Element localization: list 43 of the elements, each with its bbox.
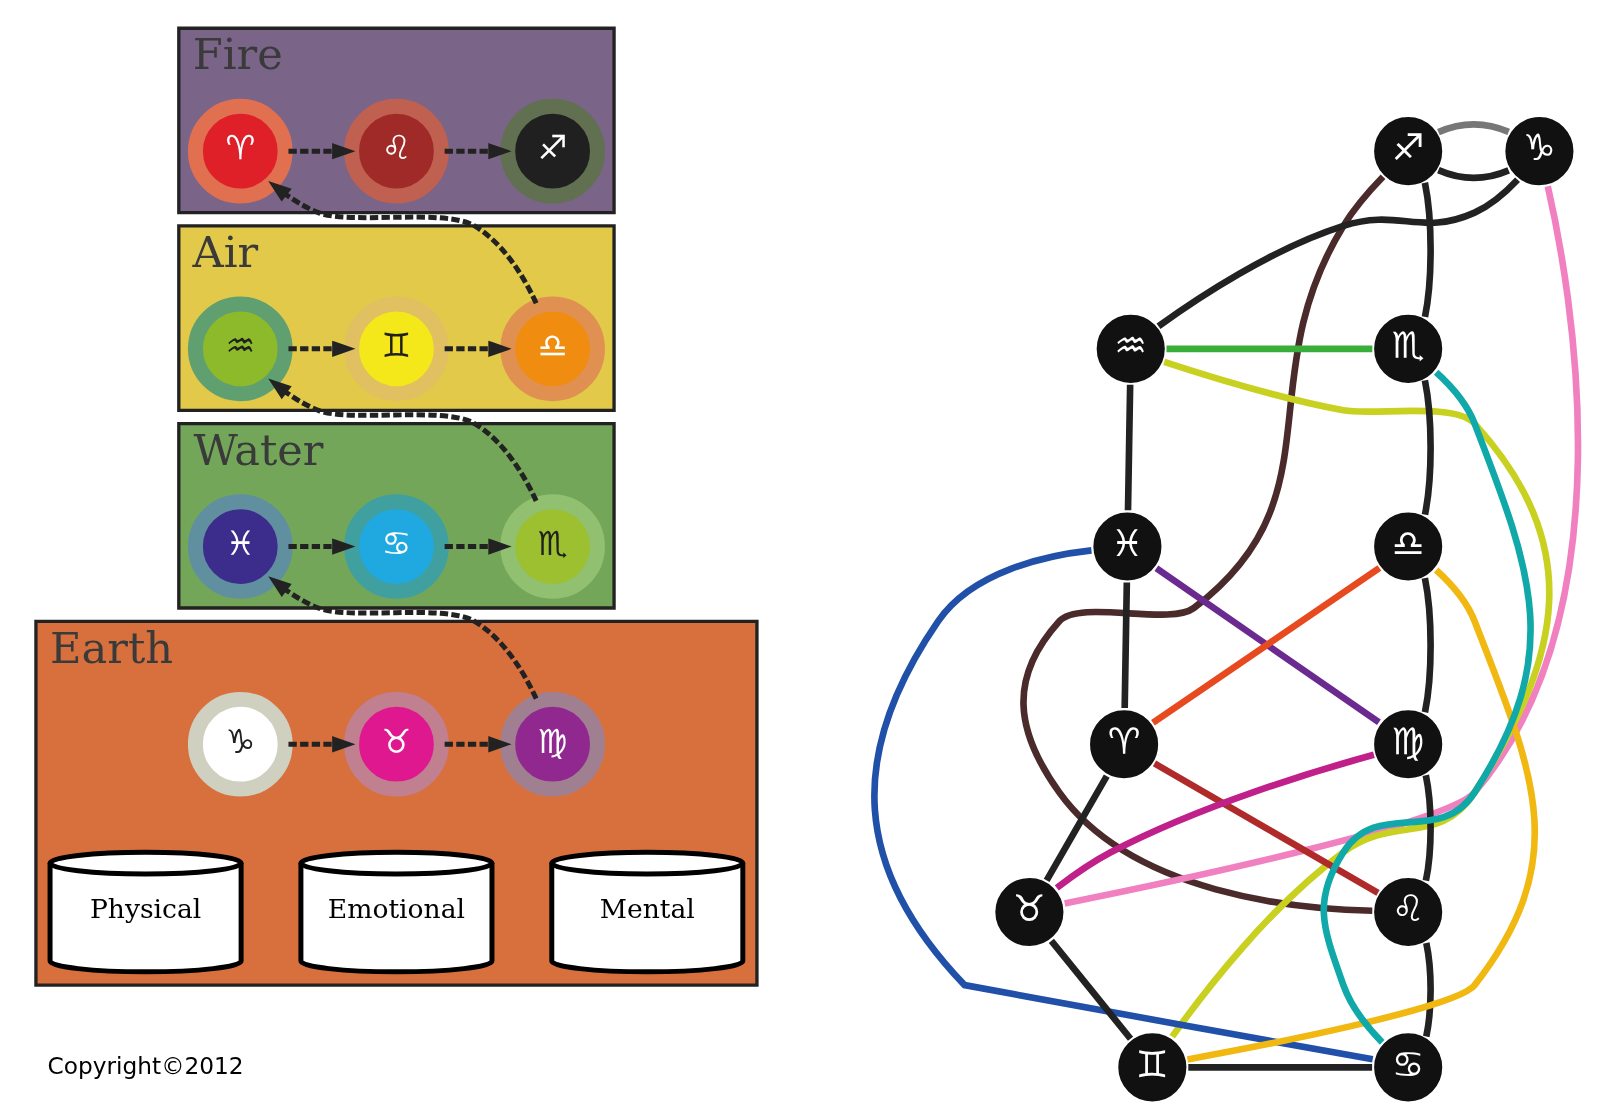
- node-circle: ♑: [187, 691, 293, 797]
- connector: [1421, 577, 1434, 713]
- arrow: [444, 143, 512, 160]
- node-circle: ♐: [499, 98, 605, 204]
- connector: [1043, 774, 1110, 883]
- arrow: [444, 538, 512, 555]
- connector: [871, 547, 1373, 1063]
- connector: [1422, 942, 1434, 1038]
- connector: [1436, 167, 1510, 182]
- node-circle: ♌: [343, 98, 449, 204]
- arrow: [287, 736, 355, 753]
- arrow: [444, 340, 512, 357]
- node-circle: ♉: [343, 691, 449, 797]
- connector: [1320, 369, 1534, 1045]
- connector: [1166, 345, 1372, 353]
- node-circle: ♎: [499, 296, 605, 402]
- connector: [1422, 774, 1434, 882]
- node-circle: ♊: [343, 296, 449, 402]
- connector: [1186, 567, 1538, 1063]
- label: Copyright©2012: [47, 1051, 244, 1079]
- connector: [1152, 760, 1380, 896]
- connector: [1120, 582, 1130, 708]
- node-circle: ♍: [499, 691, 605, 797]
- connector: [1421, 379, 1434, 516]
- node-circle: ♏: [499, 494, 605, 599]
- connector: [1063, 185, 1581, 907]
- connector: [1187, 1064, 1372, 1071]
- connector: [1020, 174, 1385, 915]
- connector: [1054, 751, 1375, 891]
- arrow: [287, 340, 355, 357]
- connector: [1156, 177, 1520, 329]
- arrow: [444, 736, 512, 753]
- connector: [1048, 938, 1133, 1041]
- connector: [1421, 182, 1434, 318]
- arrow: [267, 378, 538, 502]
- connector: [1162, 358, 1552, 1039]
- arrow: [267, 576, 538, 700]
- node-circle: ♋: [343, 494, 449, 599]
- arrow: [287, 143, 355, 160]
- arrow: [287, 538, 355, 555]
- connector: [1124, 384, 1133, 511]
- connector: [1436, 121, 1510, 136]
- arrow: [267, 180, 538, 305]
